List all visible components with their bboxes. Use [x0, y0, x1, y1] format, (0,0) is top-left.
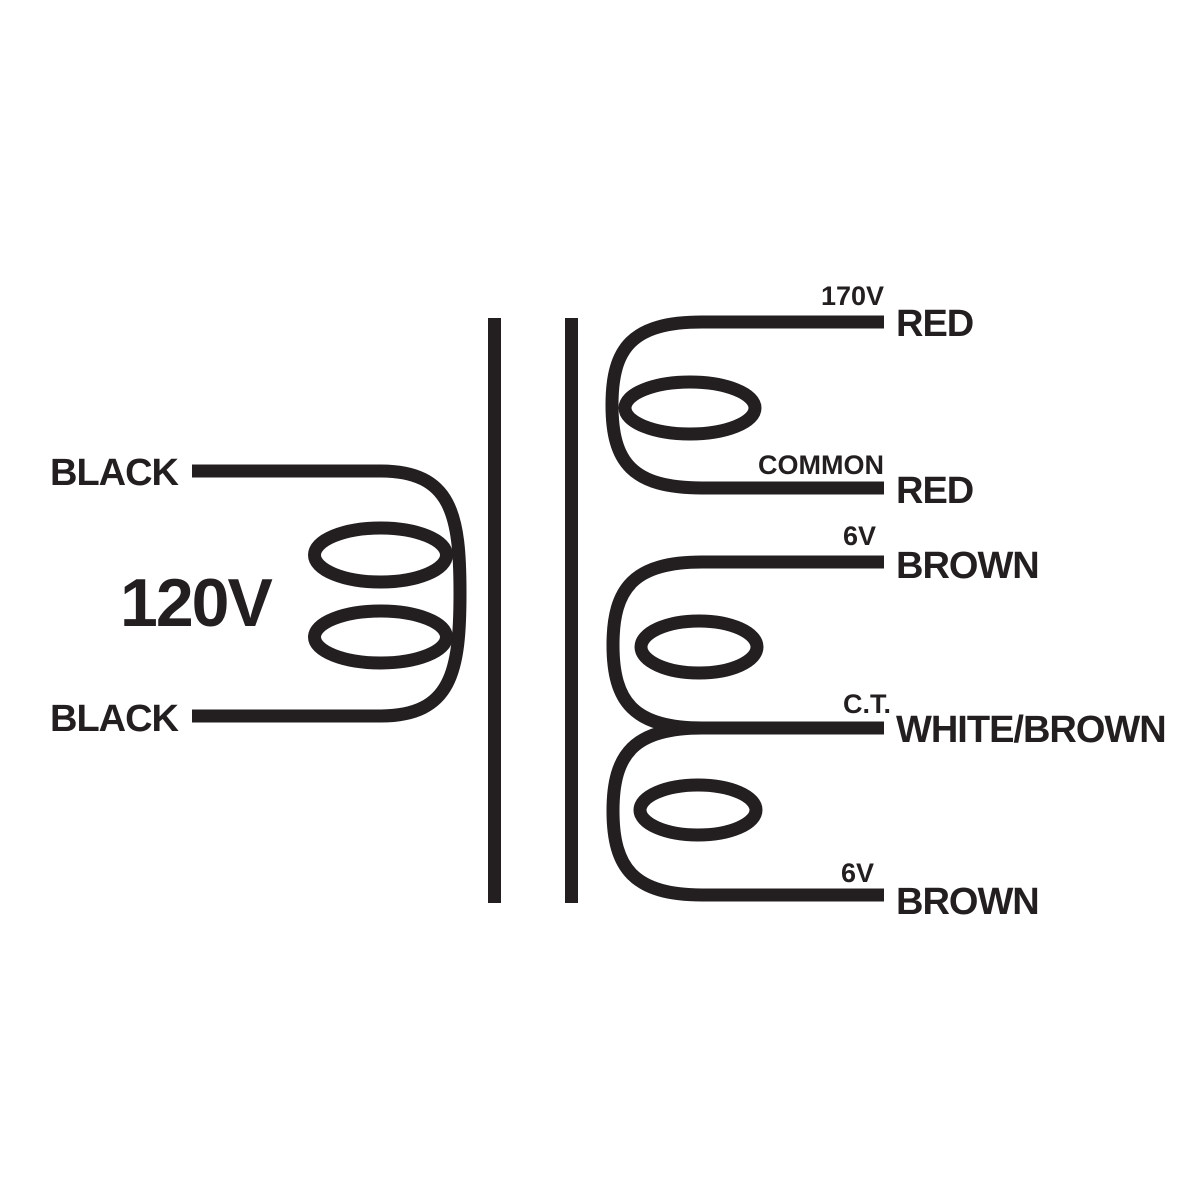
hv-secondary-winding-loop: [618, 375, 762, 441]
lv-top-tap-label: 6V: [843, 521, 876, 551]
diagram-labels: BLACK 120V BLACK 170V RED COMMON RED 6V …: [50, 281, 1167, 923]
hv-secondary-winding-wire: [605, 315, 884, 495]
primary-winding-loop-1: [308, 521, 453, 589]
lv-top-wire-color-label: BROWN: [896, 545, 1039, 587]
primary-top-lead-label: BLACK: [50, 452, 180, 494]
hv-top-tap-label: 170V: [821, 281, 884, 311]
lv-secondary-lower-loop: [633, 778, 763, 842]
lv-bottom-tap-label: 6V: [841, 858, 874, 888]
lv-secondary-upper-loop: [634, 614, 764, 680]
primary-voltage-label: 120V: [120, 565, 272, 641]
lv-center-tap-label: C.T.: [843, 689, 891, 719]
hv-bottom-wire-color-label: RED: [896, 470, 973, 512]
lv-secondary-lower-wire: [606, 721, 884, 902]
lv-center-wire-color-label: WHITE/BROWN: [896, 709, 1166, 751]
lv-secondary-upper-wire: [606, 555, 884, 735]
hv-top-wire-color-label: RED: [896, 303, 973, 345]
primary-bottom-lead-label: BLACK: [50, 698, 180, 740]
lv-bottom-wire-color-label: BROWN: [896, 881, 1039, 923]
diagram-linework: [192, 315, 884, 903]
primary-winding-wire: [192, 464, 467, 723]
primary-winding-loop-2: [308, 604, 453, 670]
hv-common-tap-label: COMMON: [758, 450, 884, 480]
